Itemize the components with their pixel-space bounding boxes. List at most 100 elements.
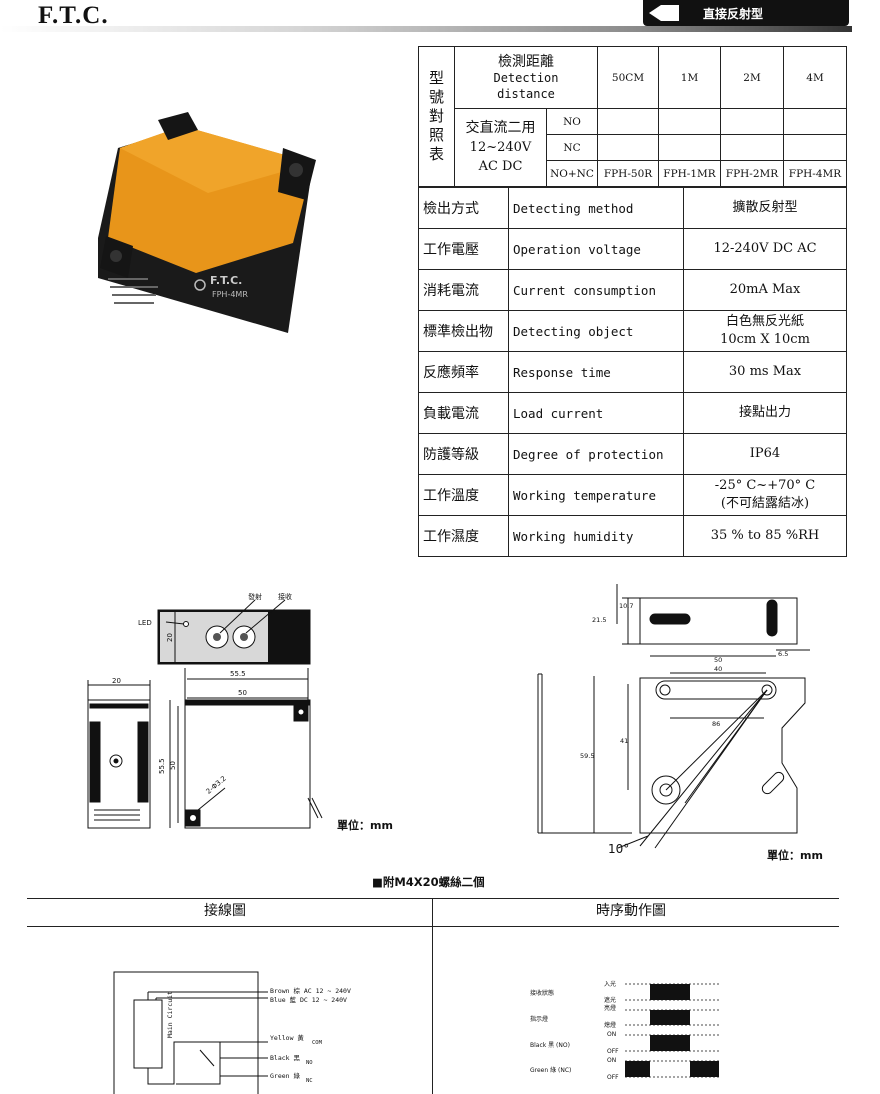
product-photo: F.T.C. FPH-4MR [98,112,316,333]
photo-model: FPH-4MR [212,290,248,299]
spec-label-en: Response time [508,351,684,393]
photo-brand: F.T.C. [210,274,242,287]
model-fph-4mr: FPH-4MR [783,160,847,187]
spec-value: -25° C~+70° C(不可結露結冰) [683,474,847,516]
svg-text:50: 50 [238,689,247,697]
bracket-angle: 10° [608,842,629,856]
spec-value: 20mA Max [683,269,847,311]
svg-text:指示燈: 指示燈 [530,1015,548,1023]
green-wire-label: Green 綠 [270,1071,300,1080]
type-tag: 直接反射型 [643,0,849,26]
spec-label-zh: 工作溫度 [418,474,509,516]
svg-text:2-Φ3.2: 2-Φ3.2 [205,775,228,796]
spec-label-zh: 反應頻率 [418,351,509,393]
svg-text:入光: 入光 [604,980,616,988]
svg-text:50: 50 [714,656,722,664]
distance-4m: 4M [783,46,847,109]
emit-label: 發射 [248,592,262,601]
bracket-drawing: 10.7 21.5 50 40 6.5 86 41 59.5 10° [537,584,810,856]
spec-label-en: Degree of protection [508,433,684,475]
spec-label-en: Detecting method [508,187,684,229]
spec-label-en: Current consumption [508,269,684,311]
timing-diagram: 接收狀態 指示燈 Black 黑 (NO) Green 綠 (NC) 入光 遮光… [530,980,719,1081]
screws-note: ■附M4X20螺絲二個 [372,875,485,889]
svg-text:亮燈: 亮燈 [604,1004,616,1012]
section-header-line [27,926,839,927]
distance-1m: 1M [658,46,721,109]
svg-text:20: 20 [112,677,121,685]
svg-text:59.5: 59.5 [580,752,594,760]
svg-text:OFF: OFF [607,1048,619,1055]
svg-text:Green 綠 (NC): Green 綠 (NC) [530,1066,571,1074]
brown-wire-label: Brown 棕 AC 12 ~ 240V [270,986,351,995]
distance-50cm: 50CM [597,46,659,109]
spec-value: 35 % to 85 %RH [683,515,847,557]
spec-label-en: Load current [508,392,684,434]
svg-text:NO: NO [306,1060,313,1066]
spec-label-zh: 負載電流 [418,392,509,434]
svg-text:熄燈: 熄燈 [604,1021,616,1029]
svg-text:OFF: OFF [607,1074,619,1081]
spec-label-en: Operation voltage [508,228,684,270]
model-fph-2mr: FPH-2MR [720,160,784,187]
header-bar [0,26,852,32]
output-nc: NC [546,134,598,161]
led-label: LED [138,619,152,627]
spec-label-en: Working temperature [508,474,684,516]
spec-label-zh: 工作濕度 [418,515,509,557]
svg-text:COM: COM [312,1040,323,1046]
svg-text:55.5: 55.5 [230,670,246,678]
svg-text:接收狀態: 接收狀態 [530,989,554,997]
spec-value: 30 ms Max [683,351,847,393]
yellow-wire-label: Yellow 黃 [270,1033,304,1042]
spec-value: 接點出力 [683,392,847,434]
type-tag-label: 直接反射型 [703,7,764,21]
wiring-heading: 接線圖 [204,903,246,919]
supply-cell: 交直流二用 12~240V AC DC [454,108,547,187]
black-wire-label: Black 黑 [270,1054,300,1062]
arrow-icon [649,5,679,21]
svg-text:NC: NC [306,1078,313,1084]
svg-text:20: 20 [166,633,174,642]
spec-value: IP64 [683,433,847,475]
spec-label-zh: 檢出方式 [418,187,509,229]
output-no-nc: NO+NC [546,160,598,187]
main-circuit-label: Main Circuit [166,991,174,1038]
spec-label-en: Detecting object [508,310,684,352]
spec-value: 12-240V DC AC [683,228,847,270]
model-fph-50r: FPH-50R [597,160,659,187]
wiring-diagram: Main Circuit Brown 棕 AC 12 ~ 240V Blue 藍… [113,971,351,1094]
svg-text:21.5: 21.5 [592,616,606,624]
brand-logo: F.T.C. [38,2,109,29]
model-table: 型 號 對 照 表 檢測距離 Detection distance 50CM 1… [418,46,847,187]
svg-text:86: 86 [712,720,720,728]
svg-text:ON: ON [607,1031,616,1038]
spec-label-zh: 消耗電流 [418,269,509,311]
spec-label-zh: 工作電壓 [418,228,509,270]
svg-text:10.7: 10.7 [619,602,633,610]
spec-label-zh: 防護等級 [418,433,509,475]
svg-text:55.5: 55.5 [158,758,166,774]
spec-label-zh: 標準檢出物 [418,310,509,352]
svg-text:Black 黑 (NO): Black 黑 (NO) [530,1042,570,1049]
output-no: NO [546,108,598,135]
front-dimension-drawing: LED 發射 接收 20 55.5 50 20 55.5 50 2-Φ3.2 [87,592,323,829]
svg-text:遮光: 遮光 [604,996,616,1004]
left-drawing-unit: 單位：mm [337,819,393,832]
spec-value: 擴散反射型 [683,187,847,229]
svg-text:50: 50 [169,761,177,770]
svg-text:40: 40 [714,665,722,673]
svg-text:41: 41 [620,737,628,745]
section-divider [432,898,433,1094]
recv-label: 接收 [278,592,292,601]
bottom-section [27,898,839,1094]
blue-wire-label: Blue 藍 DC 12 ~ 240V [270,995,347,1004]
